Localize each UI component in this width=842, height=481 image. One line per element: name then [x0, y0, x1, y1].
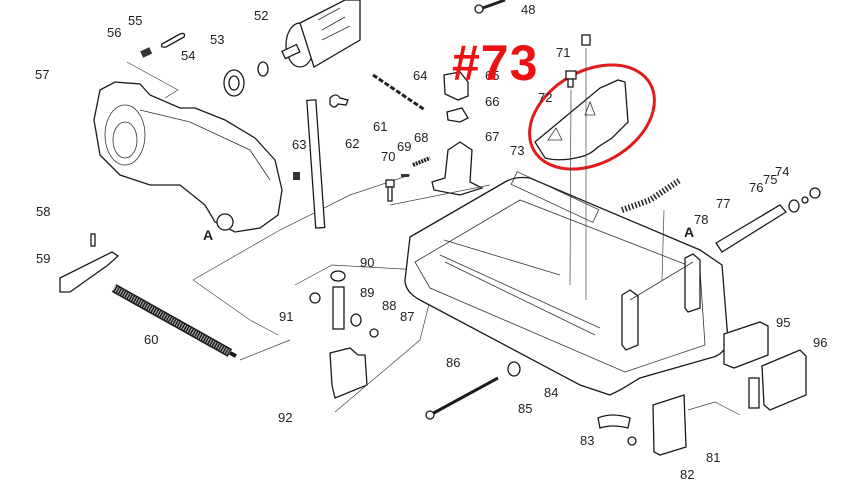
torsion-spring-part-78: [620, 177, 682, 213]
part-label-77: 77: [716, 196, 731, 211]
washer-part-88: [350, 313, 362, 327]
lead-screw-part-60: [111, 284, 237, 358]
part-label-55: 55: [128, 13, 143, 28]
miter-plate-part-73: [534, 79, 629, 161]
highlight-part-number: #73: [452, 35, 539, 91]
part-label-64: 64: [413, 68, 428, 83]
part-label-54: 54: [181, 48, 196, 63]
gear-housing-part-57: [93, 81, 283, 233]
nut-part-74: [809, 187, 821, 199]
part-label-87: 87: [400, 309, 415, 324]
bolt-part-72: [565, 70, 577, 88]
part-label-86: 86: [446, 355, 461, 370]
reference-mark-a-left: A: [203, 227, 214, 243]
bolt-part-71: [581, 34, 591, 46]
clip-bracket: [748, 377, 760, 409]
pivot-bracket-right: [684, 253, 701, 313]
pivot-bracket-left: [621, 289, 639, 351]
armature-part-52: [281, 0, 361, 68]
shaft-part-77: [715, 204, 787, 253]
set-screw-part-63: [293, 172, 300, 180]
part-label-90: 90: [360, 255, 375, 270]
part-label-71: 71: [556, 45, 571, 60]
part-label-82: 82: [680, 467, 695, 481]
reference-mark-a-right: A: [684, 224, 695, 240]
part-label-92: 92: [278, 410, 293, 425]
pin-part-58: [90, 233, 96, 247]
part-label-84: 84: [544, 385, 559, 400]
ring-part-90: [330, 270, 346, 282]
washer-part-53: [257, 61, 269, 77]
part-label-78: 78: [694, 212, 709, 227]
part-label-65: 65: [485, 68, 500, 83]
part-label-91: 91: [279, 309, 294, 324]
part-label-74: 74: [775, 164, 790, 179]
block-part-96: [761, 349, 807, 411]
part-label-56: 56: [107, 25, 122, 40]
bolt-part-85: [425, 376, 499, 420]
bolt-part-70: [385, 179, 395, 202]
block-part-95: [723, 321, 769, 369]
screw-part-82: [627, 436, 637, 446]
part-label-95: 95: [776, 315, 791, 330]
part-label-62: 62: [345, 136, 360, 151]
cover-part-65: [443, 71, 469, 101]
washer-part-84: [507, 361, 521, 377]
clip-part-66: [446, 107, 469, 123]
part-label-70: 70: [381, 149, 396, 164]
part-label-57: 57: [35, 67, 50, 82]
plate-part-81: [652, 394, 687, 456]
part-label-52: 52: [254, 8, 269, 23]
shaft-part-89: [332, 286, 345, 330]
pin-part-69: [401, 174, 409, 177]
bracket-part-67: [431, 141, 484, 196]
pin-part-55: [160, 32, 186, 48]
part-label-76: 76: [749, 180, 764, 195]
part-label-75: 75: [763, 172, 778, 187]
part-label-85: 85: [518, 401, 533, 416]
part-label-69: 69: [397, 139, 412, 154]
spring-part-68: [412, 156, 431, 167]
part-label-72: 72: [538, 90, 553, 105]
part-label-89: 89: [360, 285, 375, 300]
nut-part-87: [369, 328, 379, 338]
base-part-86: [404, 171, 729, 396]
washer-part-91: [309, 292, 321, 304]
part-label-83: 83: [580, 433, 595, 448]
chain-part-64: [372, 73, 426, 112]
foot-part-83: [597, 414, 631, 429]
part-label-53: 53: [210, 32, 225, 47]
spring-part-56: [140, 47, 153, 58]
part-label-63: 63: [292, 137, 307, 152]
part-label-60: 60: [144, 332, 159, 347]
part-label-58: 58: [36, 204, 51, 219]
bolt-part-48: [474, 0, 506, 14]
part-label-59: 59: [36, 251, 51, 266]
part-label-81: 81: [706, 450, 721, 465]
part-label-73: 73: [510, 143, 525, 158]
part-label-88: 88: [382, 298, 397, 313]
part-label-61: 61: [373, 119, 388, 134]
bar-part-62: [306, 99, 326, 229]
part-label-68: 68: [414, 130, 429, 145]
washer-part-75: [801, 196, 809, 204]
part-label-67: 67: [485, 129, 500, 144]
handle-part-59: [59, 251, 120, 293]
part-label-66: 66: [485, 94, 500, 109]
washer-part-76: [788, 199, 800, 213]
part-label-96: 96: [813, 335, 828, 350]
part-label-48: 48: [521, 2, 536, 17]
wing-screw-part-61: [329, 94, 349, 108]
plate-part-92: [329, 347, 368, 399]
